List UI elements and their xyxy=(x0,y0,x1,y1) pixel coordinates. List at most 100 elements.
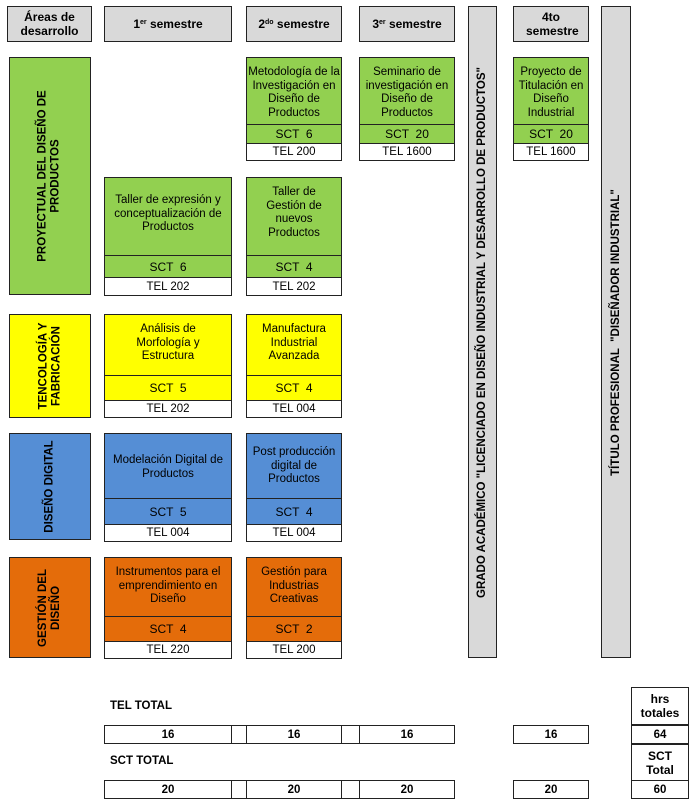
area-digital: DISEÑO DIGITAL xyxy=(9,433,91,540)
area-proyectual-label: PROYECTUAL DEL DISEÑO DE PRODUCTOS xyxy=(37,90,62,262)
sct-value: SCT 20 xyxy=(385,127,429,141)
tel-spacer-1 xyxy=(231,725,247,744)
course-name: Instrumentos para el emprendimiento en D… xyxy=(115,566,221,605)
course-titulacion-sct: SCT 20 xyxy=(513,124,589,144)
tel-value: TEL 1600 xyxy=(382,146,432,158)
header-areas: Áreas de desarrollo xyxy=(7,6,92,42)
course-name: Metodología de la Investigación en Diseñ… xyxy=(248,66,340,119)
course-titulacion-tel: TEL 1600 xyxy=(513,143,589,161)
sct-total-sem1: 20 xyxy=(104,780,232,799)
course-gestion-industrias: Gestión para Industrias Creativas xyxy=(246,557,342,617)
sct-value: SCT 6 xyxy=(149,259,187,274)
header-semester-4-label: 4to semestre xyxy=(526,10,579,38)
course-instrumentos-sct: SCT 4 xyxy=(104,616,232,642)
sct-value: SCT 5 xyxy=(149,504,187,519)
course-modelacion-sct: SCT 5 xyxy=(104,498,232,525)
header-semester-1: 1er semestre xyxy=(104,6,232,42)
course-manufactura-tel: TEL 004 xyxy=(246,400,342,418)
header-areas-label: Áreas de desarrollo xyxy=(20,10,79,38)
course-name: Proyecto de Titulación en Diseño Industr… xyxy=(518,66,584,119)
hrs-totales-header: hrs totales xyxy=(631,687,689,725)
sct-total-header-label: SCT Total xyxy=(646,748,674,777)
tel-total-sem2: 16 xyxy=(246,725,342,744)
course-postproduccion-sct: SCT 4 xyxy=(246,498,342,525)
sct-value: SCT 5 xyxy=(149,381,187,395)
sct-value: SCT 4 xyxy=(275,259,313,274)
area-proyectual: PROYECTUAL DEL DISEÑO DE PRODUCTOS xyxy=(9,57,91,295)
header-semester-3-label: 3er semestre xyxy=(372,17,442,31)
course-taller-expresion: Taller de expresión y conceptualización … xyxy=(104,177,232,256)
tel-value: TEL 200 xyxy=(272,146,316,158)
tel-total-sem4: 16 xyxy=(513,725,589,744)
course-postproduccion-tel: TEL 004 xyxy=(246,524,342,542)
course-seminario: Seminario de investigación en Diseño de … xyxy=(359,57,455,125)
tel-value: TEL 202 xyxy=(272,280,316,293)
grado-academico-bar: GRADO ACADÉMICO "LICENCIADO EN DISEÑO IN… xyxy=(468,6,497,658)
course-analisis-tel: TEL 202 xyxy=(104,400,232,418)
course-seminario-sct: SCT 20 xyxy=(359,124,455,144)
course-name: Taller de Gestión de nuevos Productos xyxy=(266,186,322,239)
area-digital-label: DISEÑO DIGITAL xyxy=(43,440,56,533)
course-metodologia-sct: SCT 6 xyxy=(246,124,342,144)
sct-value: SCT 6 xyxy=(275,127,313,141)
tel-value: TEL 004 xyxy=(272,403,316,415)
course-postproduccion: Post producción digital de Productos xyxy=(246,433,342,499)
course-taller-gestion-sct: SCT 4 xyxy=(246,255,342,278)
tel-value: TEL 1600 xyxy=(526,146,576,158)
tel-value: TEL 004 xyxy=(272,527,316,539)
sct-spacer-2 xyxy=(341,780,360,799)
course-instrumentos-tel: TEL 220 xyxy=(104,641,232,659)
hrs-totales-label: hrs totales xyxy=(640,692,680,720)
course-taller-expresion-sct: SCT 6 xyxy=(104,255,232,278)
course-manufactura-sct: SCT 4 xyxy=(246,375,342,401)
course-titulacion: Proyecto de Titulación en Diseño Industr… xyxy=(513,57,589,125)
header-semester-3: 3er semestre xyxy=(359,6,455,42)
tel-value: TEL 004 xyxy=(146,527,190,539)
tel-value: TEL 202 xyxy=(146,403,190,415)
course-manufactura: Manufactura Industrial Avanzada xyxy=(246,314,342,376)
course-taller-gestion-tel: TEL 202 xyxy=(246,277,342,296)
header-semester-2-label: 2do semestre xyxy=(258,17,330,31)
course-modelacion: Modelación Digital de Productos xyxy=(104,433,232,499)
course-analisis: Análisis de Morfología y Estructura xyxy=(104,314,232,376)
tel-value: TEL 220 xyxy=(146,644,190,656)
tel-total-label: TEL TOTAL xyxy=(110,700,172,712)
header-semester-1-label: 1er semestre xyxy=(133,17,203,31)
sct-value: SCT 20 xyxy=(529,127,573,141)
tel-total-sum: 64 xyxy=(631,725,689,744)
tel-spacer-2 xyxy=(341,725,360,744)
course-name: Post producción digital de Productos xyxy=(252,446,336,485)
tel-value: TEL 200 xyxy=(272,644,316,656)
sct-total-sem2: 20 xyxy=(246,780,342,799)
sct-value: SCT 4 xyxy=(149,622,187,636)
header-semester-4: 4to semestre xyxy=(513,6,589,42)
sct-total-label: SCT TOTAL xyxy=(110,755,174,767)
tel-value: TEL 202 xyxy=(146,280,190,293)
sct-total-sem4: 20 xyxy=(513,780,589,799)
sct-value: SCT 4 xyxy=(275,504,313,519)
course-modelacion-tel: TEL 004 xyxy=(104,524,232,542)
course-seminario-tel: TEL 1600 xyxy=(359,143,455,161)
course-taller-expresion-tel: TEL 202 xyxy=(104,277,232,296)
sct-total-sem3: 20 xyxy=(359,780,455,799)
area-tecnologia-label: TENCOLOGÍA Y FABRICACIÓN xyxy=(37,322,62,410)
titulo-profesional-bar: TÍTULO PROFESIONAL "DISEÑADOR INDUSTRIAL… xyxy=(601,6,631,658)
course-metodologia: Metodología de la Investigación en Diseñ… xyxy=(246,57,342,125)
sct-value: SCT 4 xyxy=(275,381,313,395)
course-instrumentos: Instrumentos para el emprendimiento en D… xyxy=(104,557,232,617)
course-name: Modelación Digital de Productos xyxy=(113,454,223,480)
tel-total-sem1: 16 xyxy=(104,725,232,744)
course-name: Manufactura Industrial Avanzada xyxy=(262,323,326,362)
tel-total-sem3: 16 xyxy=(359,725,455,744)
sct-total-header: SCT Total xyxy=(631,744,689,781)
sct-value: SCT 2 xyxy=(275,622,313,636)
course-metodologia-tel: TEL 200 xyxy=(246,143,342,161)
sct-spacer-1 xyxy=(231,780,247,799)
sct-total-sum: 60 xyxy=(631,780,689,799)
grado-academico-label: GRADO ACADÉMICO "LICENCIADO EN DISEÑO IN… xyxy=(476,66,488,598)
course-gestion-industrias-sct: SCT 2 xyxy=(246,616,342,642)
header-semester-2: 2do semestre xyxy=(246,6,342,42)
course-name: Taller de expresión y conceptualización … xyxy=(114,194,222,233)
course-gestion-industrias-tel: TEL 200 xyxy=(246,641,342,659)
course-name: Análisis de Morfología y Estructura xyxy=(136,323,200,362)
